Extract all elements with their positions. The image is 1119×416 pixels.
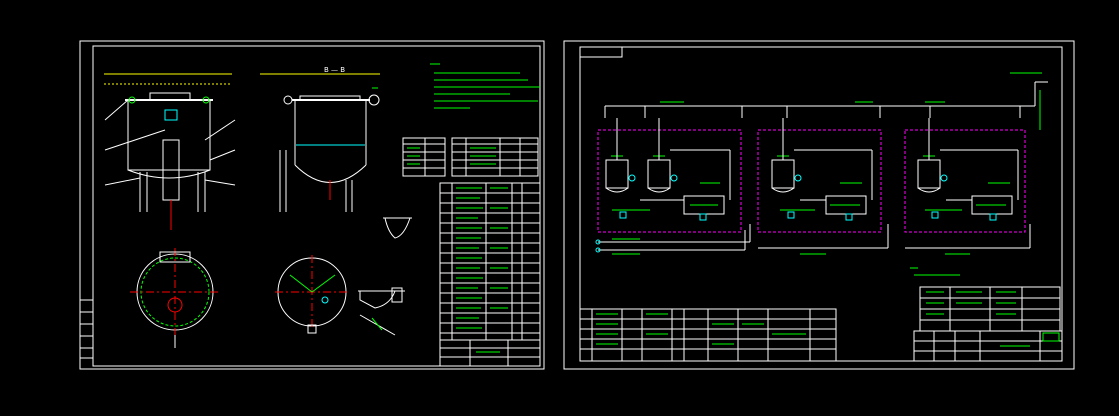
outlet-pipes [595, 224, 1031, 255]
process-unit-3 [904, 118, 1026, 233]
left-revision-strip [80, 299, 93, 359]
diagram-notes [910, 267, 960, 276]
right-sheet-border [563, 40, 1075, 370]
vessel-front-elevation [104, 73, 236, 230]
detail-view-1 [383, 217, 412, 239]
left-drawing-sheet: B — B [79, 40, 545, 370]
symbol-legend-table [919, 286, 1061, 332]
vessel-plan-view-aa [275, 255, 350, 334]
nozzle-table [451, 137, 539, 177]
vessel-section-bb [260, 73, 380, 212]
design-data-table [402, 137, 446, 177]
right-title-block [913, 330, 1063, 362]
parts-list-table [439, 182, 541, 341]
right-drawing-sheet [563, 40, 1075, 370]
main-header-pipe [604, 72, 1048, 130]
left-sheet-border [79, 40, 545, 370]
detail-view-2 [358, 287, 405, 336]
vessel-plan-view [130, 248, 220, 348]
process-unit-2 [757, 118, 882, 233]
process-unit-1 [597, 118, 742, 233]
section-bb-label: B — B [324, 66, 345, 74]
right-corner-tag [579, 46, 623, 58]
left-title-block [439, 339, 541, 367]
technical-notes-block [430, 63, 540, 109]
equipment-list-table [579, 308, 837, 362]
